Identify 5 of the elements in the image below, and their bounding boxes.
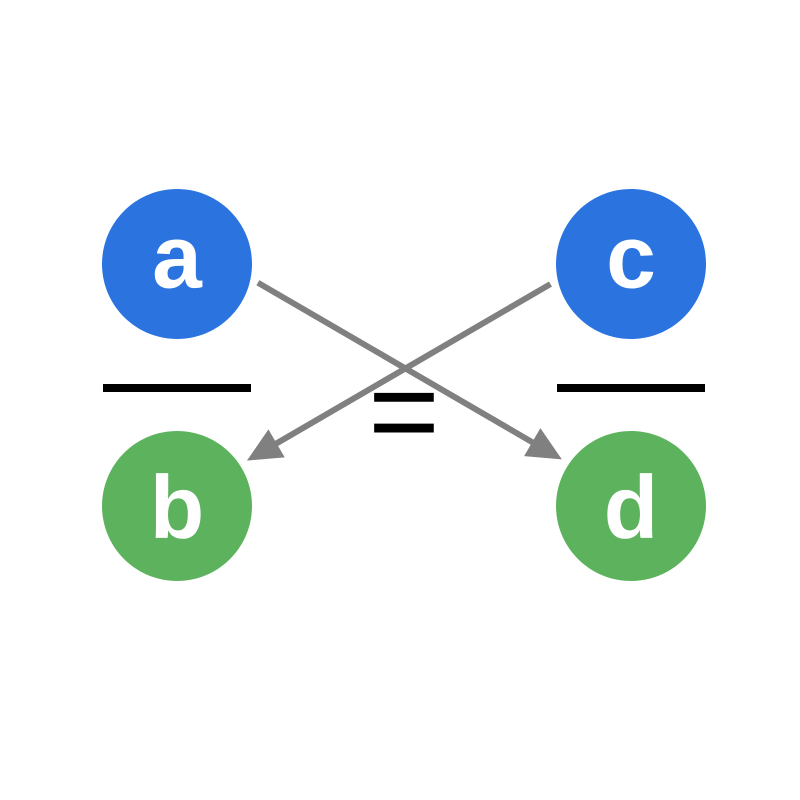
circle-node: a <box>102 189 252 339</box>
equals-sign: = <box>374 392 434 432</box>
circle-node: b <box>102 431 252 581</box>
circle-node: d <box>556 431 706 581</box>
circle-node: c <box>556 189 706 339</box>
